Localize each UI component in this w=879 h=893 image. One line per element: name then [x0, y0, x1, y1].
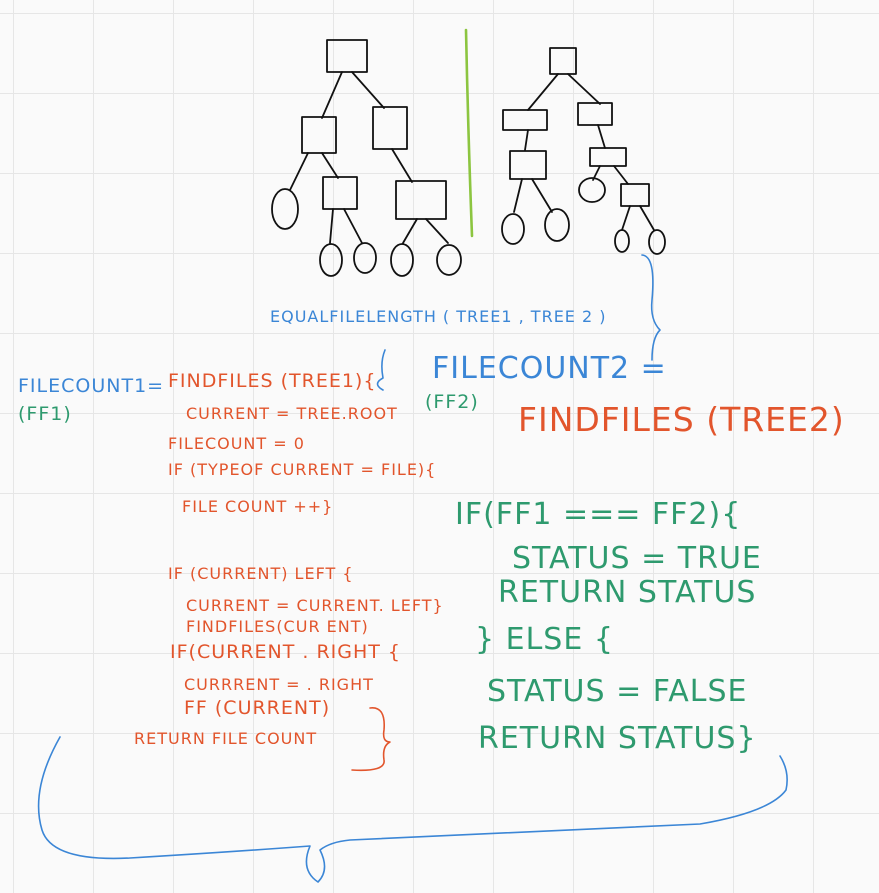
if-current-right: IF(CURRENT . RIGHT {: [170, 641, 402, 663]
if-ff1-equals-ff2: IF(FF1 === FF2){: [455, 497, 742, 532]
blue-enclosing-curve: [37, 736, 788, 883]
if-typeof-file: IF (TYPEOF CURRENT = FILE){: [168, 460, 437, 479]
filecount1-label: FILECOUNT1=: [18, 375, 165, 397]
equal-file-length-call: EQUALFILELENGTH ( TREE1 , TREE 2 ): [270, 307, 607, 326]
divider-line: [464, 28, 474, 238]
if-current-left: IF (CURRENT) LEFT {: [168, 564, 354, 583]
findfiles-current: FINDFILES(CUR ENT): [186, 617, 369, 636]
return-status-1: RETURN STATUS: [498, 575, 757, 610]
blue-brace-left-curly: [376, 349, 386, 391]
ff2-label: (FF2): [425, 391, 479, 413]
status-false: STATUS = FALSE: [487, 674, 748, 709]
filecount-zero: FILECOUNT = 0: [168, 434, 305, 453]
else-line: } ELSE {: [475, 622, 614, 657]
orange-brace: [351, 707, 391, 772]
ff-current: FF (CURRENT): [184, 697, 331, 719]
return-status-2: RETURN STATUS}: [478, 721, 757, 756]
tree-1-sketch: [271, 39, 462, 277]
tree-2-sketch: [501, 47, 666, 255]
ff1-label: (FF1): [18, 403, 72, 425]
current-root: CURRENT = TREE.ROOT: [186, 404, 398, 423]
status-true: STATUS = TRUE: [512, 541, 762, 576]
filecount2-label: FILECOUNT2 =: [432, 351, 667, 386]
findfiles-tree2: FINDFILES (TREE2): [518, 400, 845, 439]
current-equals-left: CURRENT = CURRENT. LEFT}: [186, 596, 444, 615]
findfiles-tree1: FINDFILES (TREE1){: [168, 370, 377, 392]
blue-brace-right: [641, 254, 661, 361]
filecount-increment: FILE COUNT ++}: [182, 497, 334, 516]
current-equals-right: CURRRENT = . RIGHT: [184, 675, 374, 694]
return-filecount: RETURN FILE COUNT: [134, 729, 318, 748]
